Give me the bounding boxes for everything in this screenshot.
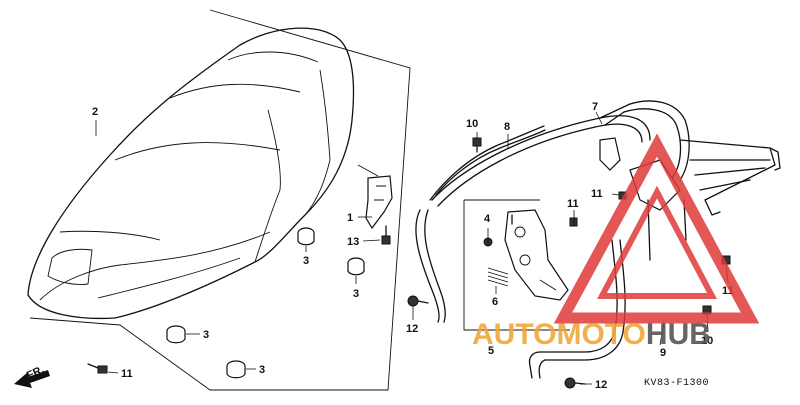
bolt-13 <box>381 225 391 245</box>
watermark-auto: AUTO <box>472 318 556 351</box>
bolt-10-top <box>472 137 482 153</box>
callout-9: 9 <box>660 347 666 359</box>
luggage-rack <box>679 139 781 216</box>
callout-5: 5 <box>488 345 494 357</box>
bolt-11-mid <box>569 217 578 227</box>
seat-hook <box>357 164 393 230</box>
watermark-logo <box>553 133 760 324</box>
callout-13: 13 <box>347 236 359 248</box>
cushion-d <box>226 360 246 379</box>
callout-11-d: 11 <box>722 285 734 297</box>
callout-3-d: 3 <box>259 364 265 376</box>
watermark-text: AUTOMOTOHUB <box>472 318 711 351</box>
callout-12-b: 12 <box>595 379 607 391</box>
callout-6: 6 <box>492 296 498 308</box>
bolt-12-left <box>407 295 429 307</box>
cushion-c <box>166 325 186 344</box>
leader-lines <box>95 120 665 385</box>
rail-8 <box>429 125 546 201</box>
callout-2: 2 <box>92 106 98 118</box>
callout-11-a: 11 <box>121 368 133 380</box>
callout-3-b: 3 <box>353 288 359 300</box>
callout-12-a: 12 <box>406 323 418 335</box>
callout-10-a: 10 <box>466 118 478 130</box>
seat-group-outline <box>29 9 411 391</box>
callout-8: 8 <box>504 121 510 133</box>
callout-10-b: 10 <box>701 335 713 347</box>
callout-4: 4 <box>484 213 491 225</box>
callout-11-b: 11 <box>591 188 603 200</box>
callout-3-c: 3 <box>203 329 209 341</box>
bolt-12-bottom <box>564 377 586 389</box>
mounting-plate <box>504 209 569 301</box>
callout-7: 7 <box>592 101 598 113</box>
front-direction-arrow <box>14 370 50 388</box>
cushion-b <box>347 257 365 276</box>
watermark-hub: HUB <box>646 318 711 351</box>
bolt-11-seat <box>87 363 108 374</box>
cushion-a <box>297 227 315 246</box>
front-label: FR. <box>25 364 46 382</box>
callout-11-c: 11 <box>567 198 579 210</box>
diagram-code: KV83-F1300 <box>644 378 709 389</box>
seat <box>27 27 355 320</box>
bracket-group-outline <box>463 199 570 331</box>
callout-3-a: 3 <box>303 255 309 267</box>
spring-6 <box>487 267 509 294</box>
watermark-moto: MOTO <box>556 318 645 351</box>
grab-rail-7 <box>415 100 690 323</box>
callout-1: 1 <box>347 212 353 224</box>
